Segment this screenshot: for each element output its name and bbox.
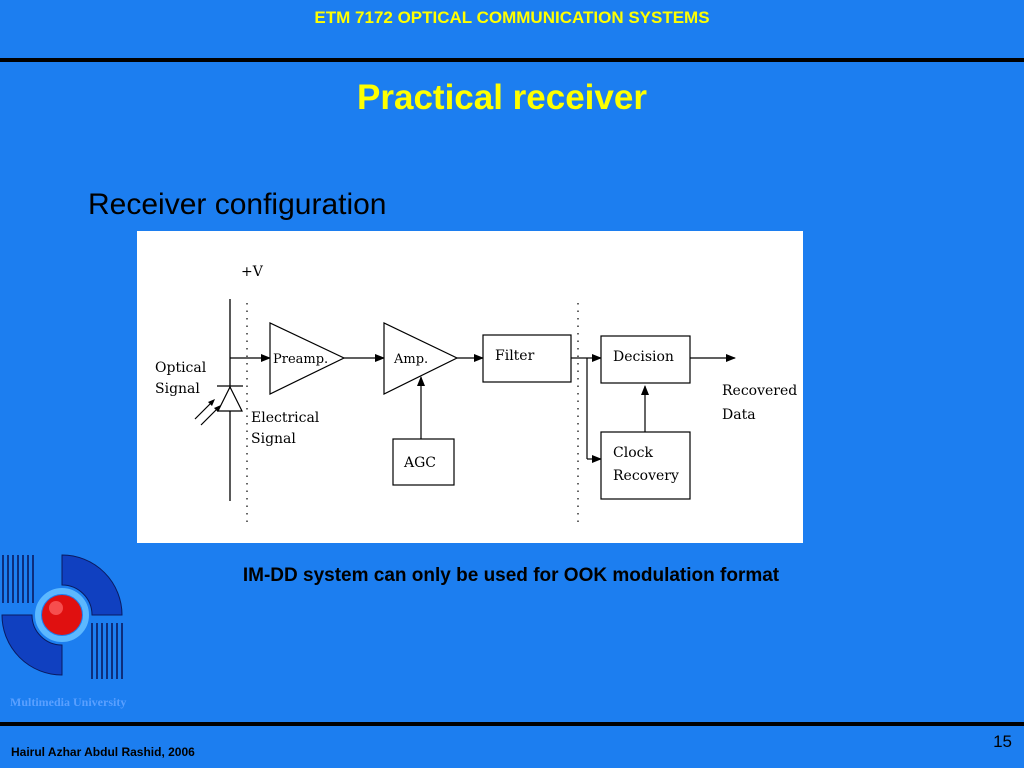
logo-lower-arc-icon: [1, 614, 63, 676]
clock-recovery-label-line2: Recovery: [613, 468, 679, 484]
agc-label: AGC: [403, 455, 436, 471]
course-title: ETM 7172 OPTICAL COMMUNICATION SYSTEMS: [314, 8, 710, 27]
clock-recovery-block: [600, 431, 691, 500]
caption-text: IM-DD system can only be used for OOK mo…: [242, 565, 780, 586]
receiver-diagram-svg: +V Optical Signal Electrical Signal Prea…: [155, 264, 797, 526]
logo-ball-highlight-icon: [49, 601, 63, 615]
logo-left-stripes-icon: [2, 555, 34, 603]
logo-ring-icon: [35, 588, 89, 642]
receiver-diagram: +V Optical Signal Electrical Signal Prea…: [137, 231, 803, 543]
filter-block: [482, 334, 572, 383]
electrical-signal-label-line1: Electrical: [251, 410, 320, 426]
amp-label: Amp.: [393, 352, 428, 367]
supply-label: +V: [241, 264, 264, 280]
decision-block: [600, 335, 691, 384]
optical-signal-label-line2: Signal: [155, 381, 200, 397]
page-number: 15: [993, 732, 1012, 751]
decision-label: Decision: [613, 349, 674, 365]
caption: IM-DD system can only be used for OOK mo…: [0, 565, 1024, 587]
section-heading: Receiver configuration: [88, 188, 387, 221]
clock-recovery-label-line1: Clock: [613, 445, 653, 461]
recovered-data-label-line1: Recovered: [722, 383, 797, 399]
logo-red-ball-icon: [42, 595, 82, 635]
slide-title: Practical receiver: [357, 78, 647, 117]
electrical-signal-label-line2: Signal: [251, 431, 296, 447]
filter-label: Filter: [495, 348, 535, 364]
optical-signal-label-line1: Optical: [155, 360, 207, 376]
preamp-label: Preamp.: [273, 352, 328, 367]
logo-outer-arc-icon: [61, 554, 123, 616]
author-credit: Hairul Azhar Abdul Rashid, 2006: [11, 745, 195, 759]
logo-right-stripes-icon: [91, 623, 123, 679]
recovered-data-label-line2: Data: [722, 407, 756, 423]
footer-rule: [0, 722, 1024, 726]
light-arrows-icon: [194, 399, 221, 426]
photodiode-icon: [217, 385, 243, 412]
preamp-block: [269, 322, 346, 395]
university-logo-icon: [1, 554, 123, 679]
university-name: Multimedia University: [10, 695, 127, 709]
agc-block: [392, 438, 455, 486]
header-rule: [0, 58, 1024, 62]
